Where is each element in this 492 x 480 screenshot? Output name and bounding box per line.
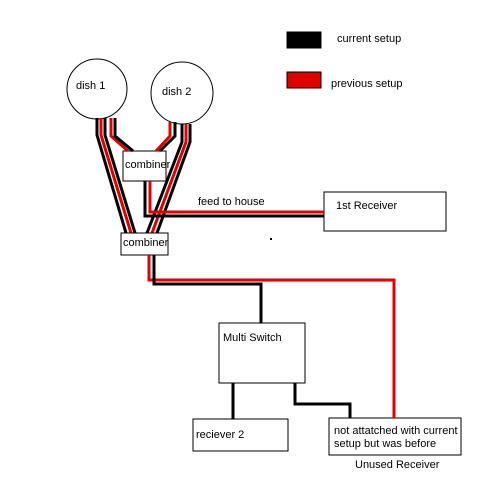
dish2-to-lower-combiner-wires xyxy=(145,124,192,234)
multi-switch-box xyxy=(218,322,306,384)
unused-receiver-box xyxy=(328,417,462,456)
stray-dot xyxy=(270,238,272,240)
dish-1-label: dish 1 xyxy=(76,80,106,92)
legend-swatch-previous xyxy=(286,71,322,89)
combiner-top-label: combiner xyxy=(125,159,171,171)
unused-receiver-note: not attatched with current setup but was… xyxy=(334,425,458,450)
receiver-2-box xyxy=(192,418,289,452)
unused-receiver-caption: Unused Receiver xyxy=(355,459,440,471)
combiner-bottom-label: combiner xyxy=(123,237,169,249)
feed-to-house-label: feed to house xyxy=(198,196,265,208)
multi-switch-output-wires xyxy=(231,383,352,419)
legend-swatch-current xyxy=(286,31,322,49)
multi-switch-label: Multi Switch xyxy=(223,332,282,344)
legend-label-current: current setup xyxy=(337,33,402,45)
dish-2-label: dish 2 xyxy=(162,86,192,98)
receiver-2-label: reciever 2 xyxy=(196,429,245,441)
dish1-to-top-combiner-wires xyxy=(109,118,134,153)
combiner-bottom-box xyxy=(120,232,169,256)
dish1-to-lower-combiner-wires xyxy=(95,118,137,234)
feed-to-house-wires xyxy=(143,181,324,218)
dish2-to-top-combiner-wires xyxy=(154,122,177,153)
lower-combiner-output-wires xyxy=(147,255,396,418)
first-receiver-label: 1st Receiver xyxy=(336,200,398,212)
legend-label-previous: previous setup xyxy=(331,78,403,90)
